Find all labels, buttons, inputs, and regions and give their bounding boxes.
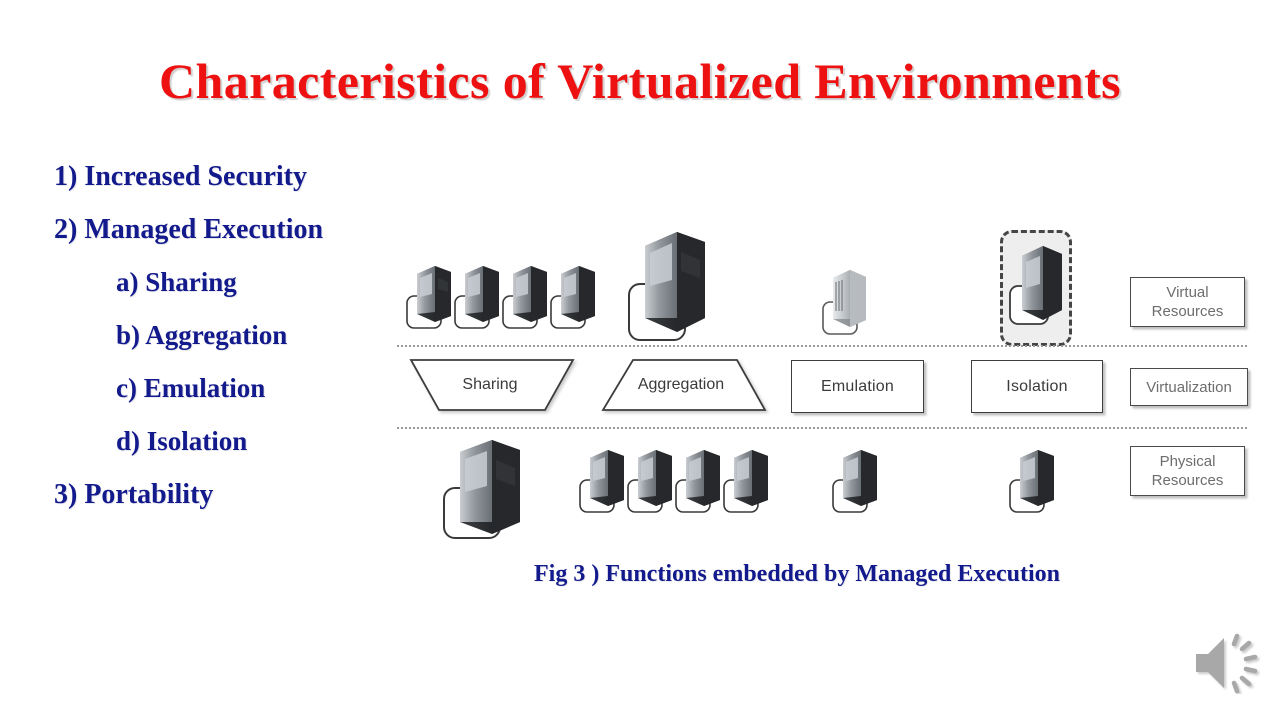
physical-server-sharing-1 (440, 434, 528, 544)
bullet-item-2d: d) Isolation (116, 426, 248, 456)
virtual-server-sharing-4 (549, 260, 601, 332)
legend-virtualization-label: Virtualization (1146, 378, 1232, 396)
legend-virtualization: Virtualization (1130, 368, 1248, 406)
bullet-item-2c: c) Emulation (116, 373, 266, 403)
legend-physical-resources: Physical Resources (1130, 446, 1245, 496)
function-label-sharing: Sharing (462, 376, 518, 393)
virtual-server-sharing-2 (453, 260, 505, 332)
function-shape-isolation: Isolation (971, 360, 1103, 413)
virtual-server-sharing-3 (501, 260, 553, 332)
page-title: Characteristics of Virtualized Environme… (159, 53, 1121, 109)
virtual-server-aggregation-1 (625, 222, 713, 346)
function-shape-emulation: Emulation (791, 360, 924, 413)
divider-virtualization-physical (397, 427, 1247, 429)
virtual-server-emulation-1 (820, 266, 876, 344)
bullet-item-2a: a) Sharing (116, 267, 237, 297)
virtual-server-sharing-1 (405, 260, 457, 332)
bullet-item-2: 2) Managed Execution (54, 214, 324, 245)
legend-virtual-resources-label: Virtual Resources (1151, 284, 1224, 320)
function-label-aggregation: Aggregation (637, 376, 725, 393)
function-label-isolation: Isolation (1006, 377, 1068, 395)
managed-execution-diagram: Virtual Resources Sharing Aggregation Em… (395, 222, 1265, 542)
legend-virtual-resources: Virtual Resources (1130, 277, 1245, 327)
function-shape-aggregation: Aggregation (597, 357, 767, 413)
virtual-server-isolation-1 (1007, 240, 1069, 336)
bullet-item-2b: b) Aggregation (116, 320, 288, 350)
physical-server-isolation-1 (1008, 444, 1060, 516)
physical-server-aggregation-1 (578, 444, 630, 516)
physical-server-emulation-1 (831, 444, 883, 516)
function-label-emulation: Emulation (821, 377, 894, 395)
physical-server-aggregation-2 (626, 444, 678, 516)
figure-caption: Fig 3 ) Functions embedded by Managed Ex… (534, 561, 1061, 587)
function-shape-sharing: Sharing (405, 357, 575, 413)
speaker-volume-icon[interactable] (1192, 632, 1266, 694)
physical-server-aggregation-4 (722, 444, 774, 516)
legend-physical-resources-label: Physical Resources (1151, 453, 1224, 489)
bullet-item-3: 3) Portability (54, 479, 214, 510)
bullet-list: 1) Increased Security 2) Managed Executi… (54, 150, 454, 521)
bullet-item-1: 1) Increased Security (54, 161, 307, 192)
physical-server-aggregation-3 (674, 444, 726, 516)
divider-virtual-virtualization (397, 345, 1247, 347)
